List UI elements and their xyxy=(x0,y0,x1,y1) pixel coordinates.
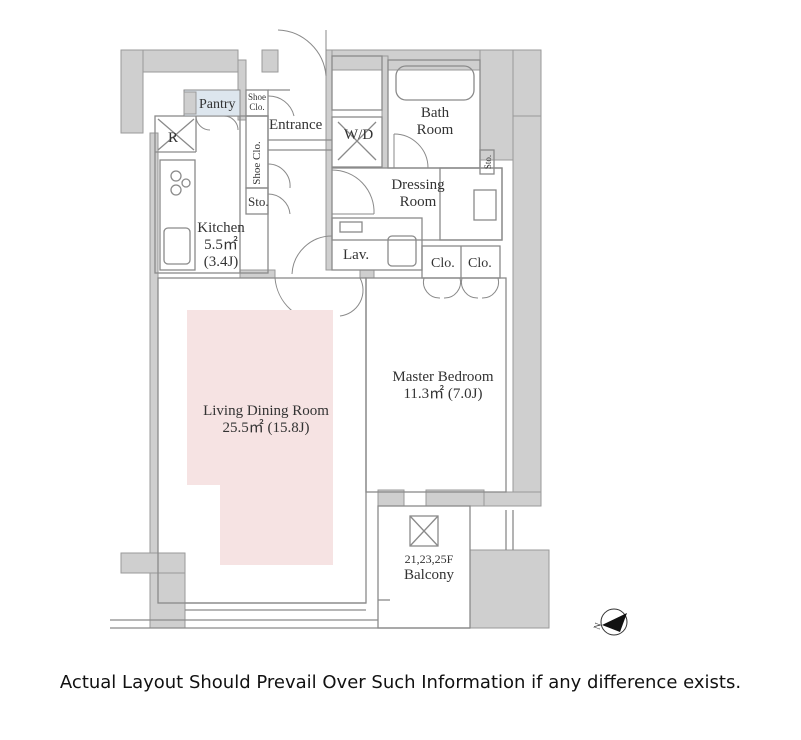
bath-label: Bath Room xyxy=(416,105,454,138)
floor-plan xyxy=(110,29,628,636)
living-dining-label: Living Dining Room 25.5㎡ (15.8J) xyxy=(203,403,329,436)
shoe-clo-top-label: Shoe Clo. xyxy=(248,92,266,112)
entrance-label: Entrance xyxy=(269,117,323,133)
wd-label: W/D xyxy=(344,127,374,143)
shoe-clo-side-label: Shoe Clo. xyxy=(251,141,263,185)
sto-small-label: Sto. xyxy=(248,194,269,209)
doors xyxy=(195,29,499,323)
disclaimer-text: Actual Layout Should Prevail Over Such I… xyxy=(59,672,742,693)
north-arrow xyxy=(600,608,628,636)
pantry-label: Pantry xyxy=(199,97,236,112)
master-bedroom-label: Master Bedroom 11.3㎡ (7.0J) xyxy=(392,369,494,402)
lav-label: Lav. xyxy=(343,247,370,263)
refrigerator-label: R xyxy=(168,130,179,146)
walls xyxy=(120,49,550,629)
dressing-label: Dressing Room xyxy=(391,177,445,210)
kitchen-label: Kitchen 5.5㎡ (3.4J) xyxy=(197,220,245,270)
clo2-label: Clo. xyxy=(468,256,492,271)
clo1-label: Clo. xyxy=(431,256,455,271)
balcony-label: 21,23,25F Balcony xyxy=(404,552,454,583)
living-highlight xyxy=(187,310,333,565)
sto-right-label: Sto. xyxy=(483,154,493,170)
thin-walls xyxy=(110,55,514,629)
